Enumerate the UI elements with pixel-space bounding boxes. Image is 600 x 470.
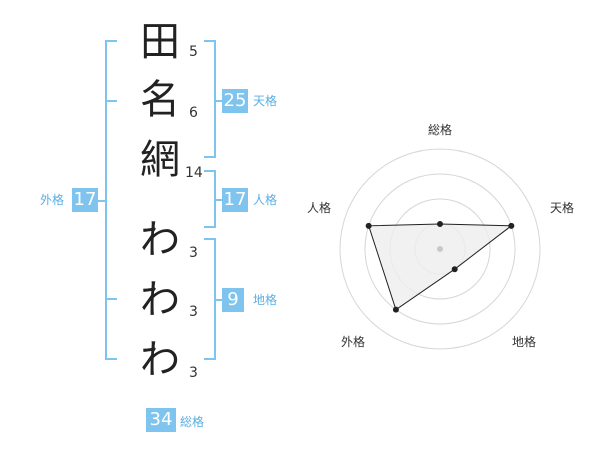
soukaku-value-badge: 34 bbox=[146, 408, 176, 432]
radar-axis-label-chikaku: 地格 bbox=[512, 334, 536, 349]
radar-point bbox=[508, 222, 515, 229]
radar-ring bbox=[364, 173, 516, 325]
stroke-count-2: 6 bbox=[189, 105, 198, 121]
radar-center-dot bbox=[437, 246, 443, 252]
name-char-2: 名 bbox=[140, 77, 180, 123]
name-char-1: 田 bbox=[140, 19, 180, 65]
radar-point bbox=[437, 221, 443, 227]
name-char-4: わ bbox=[140, 217, 180, 263]
radar-point bbox=[451, 266, 458, 273]
tenkaku-label: 天格 bbox=[253, 94, 278, 108]
radar-polygon bbox=[368, 223, 513, 311]
tenkaku-value-badge: 25 bbox=[222, 89, 248, 113]
radar-axis-label-tenkaku: 天格 bbox=[550, 200, 574, 215]
name-char-3: 網 bbox=[140, 137, 180, 183]
gaikaku-value-badge: 17 bbox=[72, 188, 98, 212]
gaikaku-label: 外格 bbox=[40, 193, 65, 207]
stroke-count-4: 3 bbox=[189, 245, 198, 261]
stroke-count-3: 14 bbox=[185, 165, 203, 181]
radar-ring bbox=[339, 148, 541, 350]
radar-point bbox=[392, 306, 399, 313]
chikaku-value-badge: 9 bbox=[222, 288, 244, 312]
name-char-5: わ bbox=[140, 277, 180, 323]
radar-axis-label-jinkaku: 人格 bbox=[307, 200, 331, 215]
radar-point bbox=[365, 222, 372, 229]
radar-axis-label-soukaku: 総格 bbox=[428, 122, 452, 137]
jinkaku-label: 人格 bbox=[253, 193, 278, 207]
stroke-count-5: 3 bbox=[189, 304, 198, 320]
name-char-6: わ bbox=[140, 337, 180, 383]
stroke-count-1: 5 bbox=[189, 44, 198, 60]
jinkaku-value-badge: 17 bbox=[222, 188, 248, 212]
stroke-count-6: 3 bbox=[189, 365, 198, 381]
radar-axis-label-gaikaku: 外格 bbox=[341, 334, 365, 349]
chikaku-label: 地格 bbox=[253, 293, 278, 307]
radar-points bbox=[365, 221, 515, 313]
soukaku-label: 総格 bbox=[180, 415, 205, 429]
